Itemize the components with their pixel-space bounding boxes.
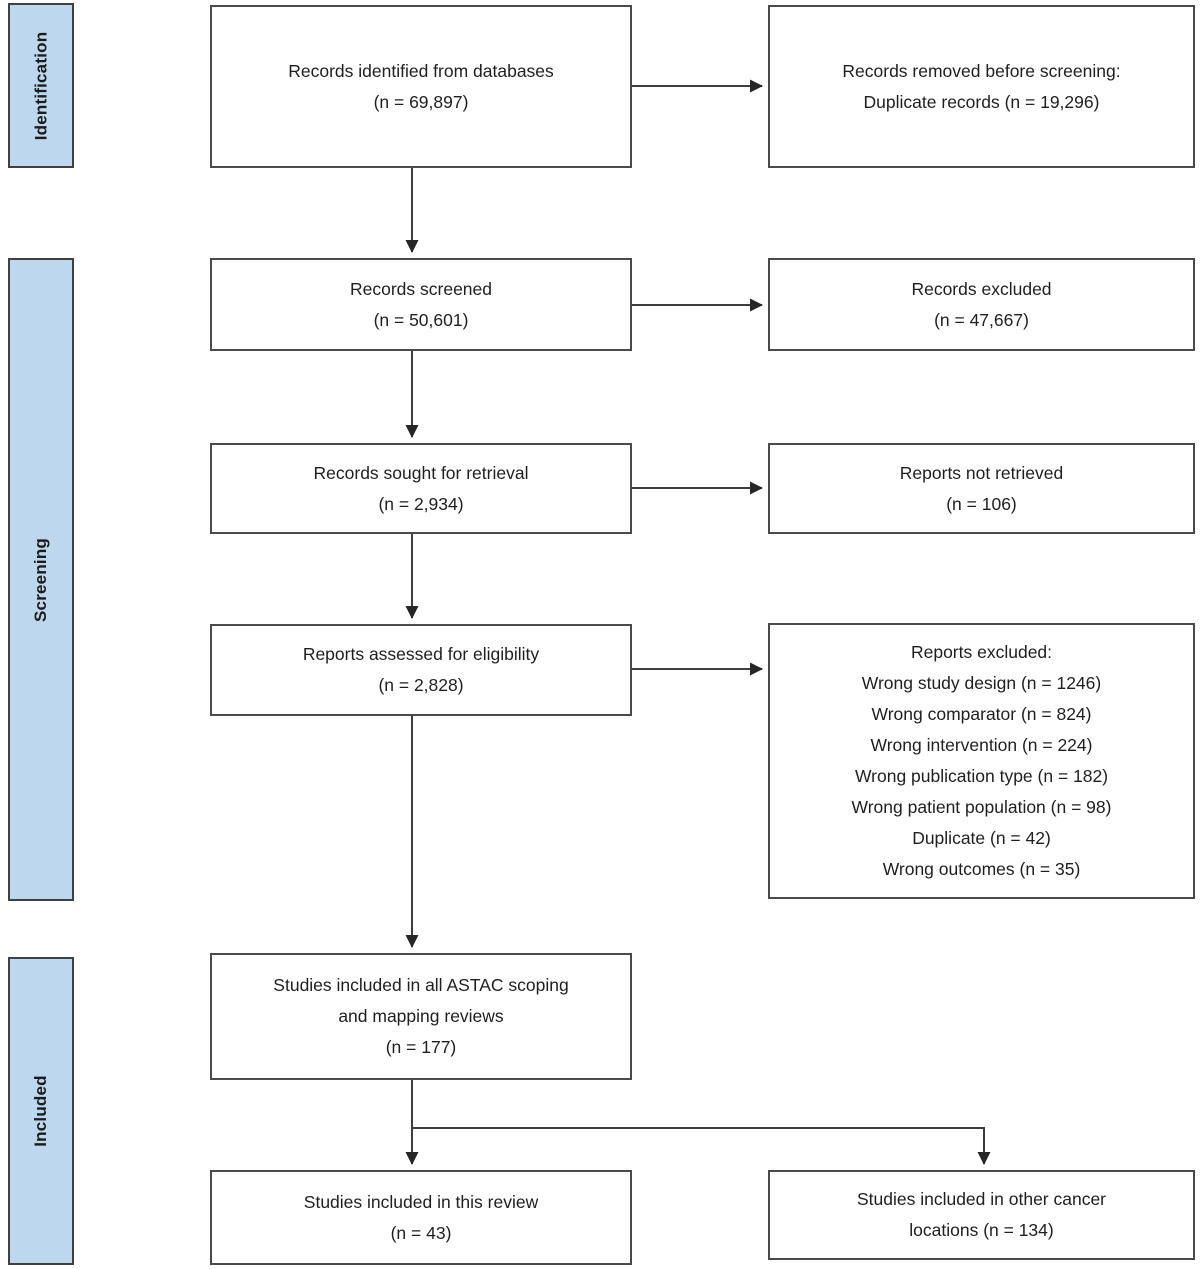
box-records-removed: Records removed before screening: Duplic… [768, 5, 1195, 168]
box-text-line: Records identified from databases [288, 60, 554, 81]
stage-identification-label: Identification [31, 31, 51, 140]
box-studies-astac: Studies included in all ASTAC scoping an… [210, 953, 632, 1080]
box-text-line: (n = 106) [946, 493, 1017, 514]
box-text-line: Records excluded [911, 278, 1052, 299]
box-text-line: (n = 50,601) [373, 309, 469, 330]
box-text-line: Duplicate records (n = 19,296) [863, 91, 1100, 112]
box-reports-assessed: Reports assessed for eligibility (n = 2,… [210, 624, 632, 716]
box-records-excluded: Records excluded (n = 47,667) [768, 258, 1195, 351]
box-reports-not-retrieved: Reports not retrieved (n = 106) [768, 443, 1195, 534]
box-text-line: Studies included in other cancer [856, 1189, 1107, 1209]
box-studies-other-cancer: Studies included in other cancer locatio… [768, 1170, 1195, 1260]
box-studies-this-review: Studies included in this review (n = 43) [210, 1170, 632, 1265]
box-text-line: (n = 69,897) [373, 91, 469, 112]
box-reports-excluded: Reports excluded: Wrong study design (n … [768, 623, 1195, 899]
box-text-line: Records removed before screening: [842, 60, 1121, 81]
box-text-line: Reports excluded: [910, 642, 1053, 662]
box-text-line: Studies included in this review [303, 1191, 539, 1212]
box-text-line: Wrong comparator (n = 824) [871, 704, 1092, 724]
box-text-line: Wrong patient population (n = 98) [851, 797, 1112, 817]
box-records-sought: Records sought for retrieval (n = 2,934) [210, 443, 632, 534]
box-text-line: (n = 2,934) [378, 493, 464, 514]
box-text-line: Wrong publication type (n = 182) [854, 766, 1109, 786]
box-text-line: Records screened [349, 278, 493, 299]
box-text-line: (n = 177) [385, 1037, 457, 1057]
box-records-screened: Records screened (n = 50,601) [210, 258, 632, 351]
box-text-line: locations (n = 134) [909, 1220, 1054, 1240]
arrow-astac-to-other-cancer [412, 1127, 991, 1165]
stage-included-label: Included [31, 1075, 50, 1147]
box-text-line: Wrong outcomes (n = 35) [882, 859, 1081, 879]
box-text-line: Studies included in all ASTAC scoping [273, 975, 569, 995]
box-text-line: Duplicate (n = 42) [912, 828, 1051, 848]
box-text-line: Wrong intervention (n = 224) [870, 735, 1093, 755]
box-text-line: Reports assessed for eligibility [302, 644, 540, 664]
stage-included: Included [8, 957, 74, 1265]
box-text-line: Wrong study design (n = 1246) [861, 673, 1102, 693]
stage-screening: Screening [8, 258, 74, 901]
stage-screening-label: Screening [31, 537, 50, 622]
box-text-line: (n = 47,667) [934, 309, 1029, 330]
box-text-line: (n = 43) [390, 1222, 452, 1243]
box-text-line: (n = 2,828) [378, 675, 464, 695]
box-text-line: Reports not retrieved [899, 462, 1064, 483]
box-text-line: Records sought for retrieval [313, 462, 529, 483]
box-text-line: and mapping reviews [338, 1006, 504, 1026]
box-records-identified: Records identified from databases (n = 6… [210, 5, 632, 168]
stage-identification: Identification [8, 3, 74, 168]
